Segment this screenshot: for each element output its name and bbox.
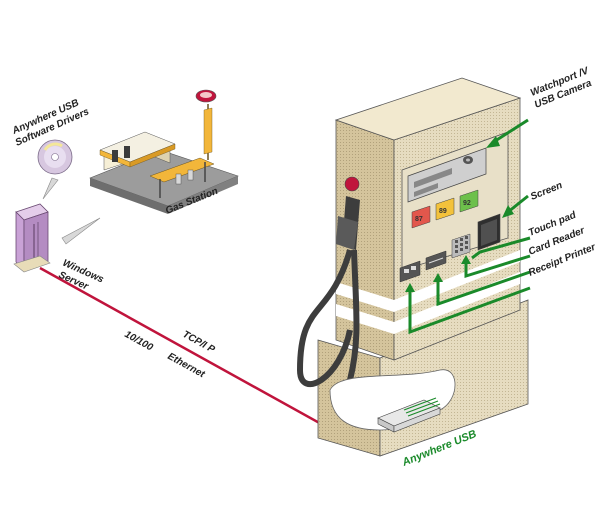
ethernet-speed-label: 10/100 [123,329,155,354]
ethernet-label: Ethernet [166,351,207,381]
octane-87: 87 [415,216,423,223]
drivers-pointer [42,177,59,200]
callout-arrows [405,118,531,335]
fuel-pump [296,77,529,457]
windows-pointer [61,217,101,245]
server-icon [13,203,51,273]
cd-icon [37,139,73,175]
octane-92: 92 [463,200,471,207]
tcpip-label: TCP/I P [181,329,217,356]
gas-station-icon [89,89,239,214]
screen-label: Screen [529,180,564,203]
octane-89: 89 [439,208,447,215]
